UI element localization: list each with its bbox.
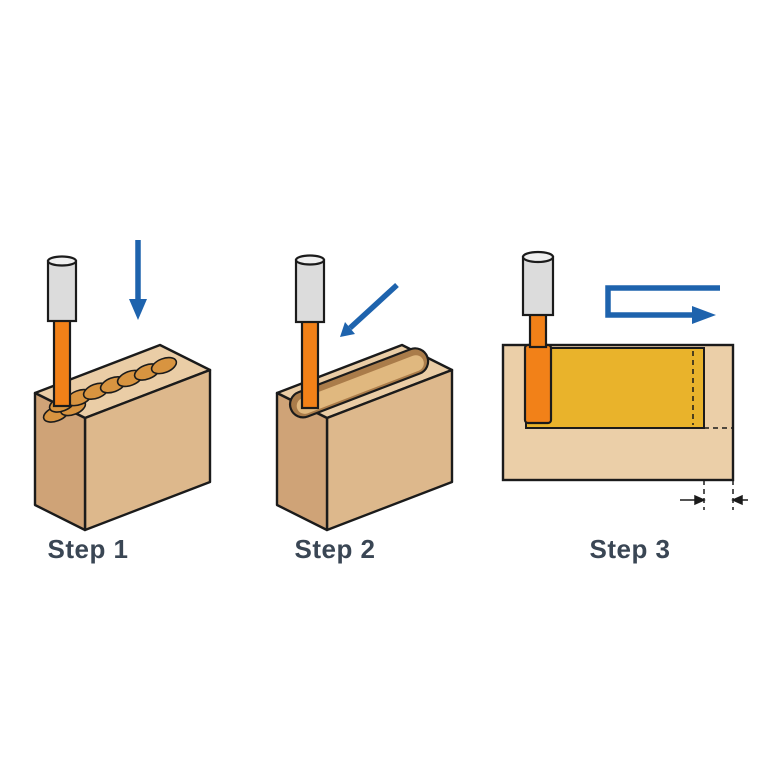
- cut-area: [525, 347, 705, 429]
- plunge-down-arrow-icon: [129, 240, 147, 320]
- router-bit: [521, 250, 555, 425]
- slot-bottom: [296, 355, 424, 414]
- bit-collet: [294, 258, 326, 324]
- bit-collet: [46, 259, 78, 323]
- depth-reference-dashed-lines: [692, 351, 734, 510]
- dimension-arrows: [680, 494, 748, 506]
- arrow-path: [605, 285, 720, 318]
- bit-collet: [521, 255, 555, 317]
- step-1-illustration: [33, 240, 212, 532]
- step-1-label: Step 1: [47, 534, 129, 564]
- bit-cutter: [523, 343, 553, 425]
- bit-collet-top: [294, 254, 326, 266]
- dimension-arrowhead-left: [731, 494, 743, 506]
- router-bit: [294, 254, 326, 410]
- drill-hole: [150, 356, 178, 375]
- bit-shank: [52, 316, 72, 408]
- step-3-illustration: [501, 250, 748, 510]
- router-bit: [46, 255, 78, 408]
- diagonal-feed-arrow-icon: [340, 282, 399, 337]
- step-2-illustration: [275, 254, 454, 532]
- bit-shank: [300, 318, 320, 410]
- serpentine-feed-arrow-icon: [605, 285, 720, 324]
- arrow-head: [692, 306, 716, 324]
- bit-collet-top: [521, 250, 555, 264]
- step-3-label: Step 3: [589, 534, 671, 564]
- bit-shank: [528, 311, 548, 349]
- step-3-panel: [488, 215, 748, 535]
- arrow-head: [340, 322, 355, 337]
- step-2-label: Step 2: [294, 534, 376, 564]
- arrow-line: [348, 282, 399, 331]
- bit-collet-top: [46, 255, 78, 267]
- step-2-panel: [252, 215, 482, 535]
- dimension-arrowhead-right: [694, 494, 706, 506]
- arrow-head: [129, 299, 147, 320]
- step-1-panel: [10, 215, 240, 535]
